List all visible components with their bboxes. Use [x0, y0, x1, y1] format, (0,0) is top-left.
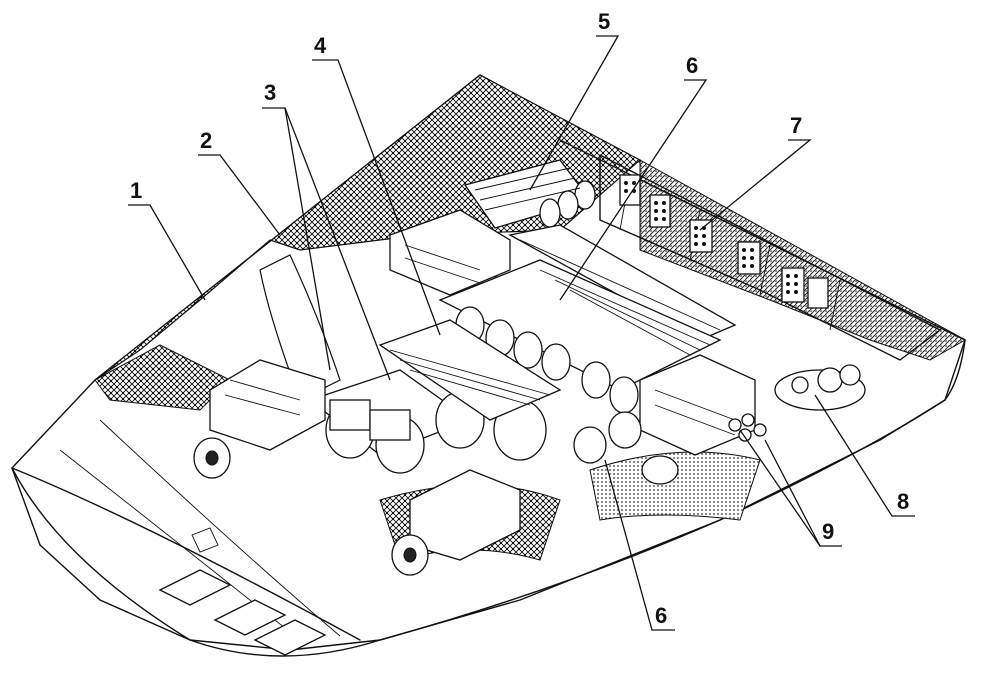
- rollers: [573, 411, 679, 485]
- callout-7: 7: [790, 113, 802, 138]
- callout-8: 8: [897, 489, 909, 514]
- callout-6-bottom: 6: [655, 603, 667, 628]
- pump-cluster: [774, 364, 866, 411]
- callout-1: 1: [130, 178, 142, 203]
- track-modules: [193, 209, 756, 576]
- callout-2: 2: [200, 128, 212, 153]
- callout-5: 5: [598, 9, 610, 34]
- callout-6-top: 6: [686, 53, 698, 78]
- deck-hatches: [158, 527, 327, 656]
- motor-units: [308, 319, 562, 474]
- callout-9: 9: [822, 519, 834, 544]
- cylinder-tanks: [463, 159, 596, 229]
- callout-3: 3: [264, 80, 276, 105]
- callout-4: 4: [314, 33, 327, 58]
- valve-cluster: [728, 413, 767, 442]
- callouts: 1 2 3 4 5 6 7 6 8 9: [128, 9, 915, 631]
- engine-assembly: [438, 259, 722, 414]
